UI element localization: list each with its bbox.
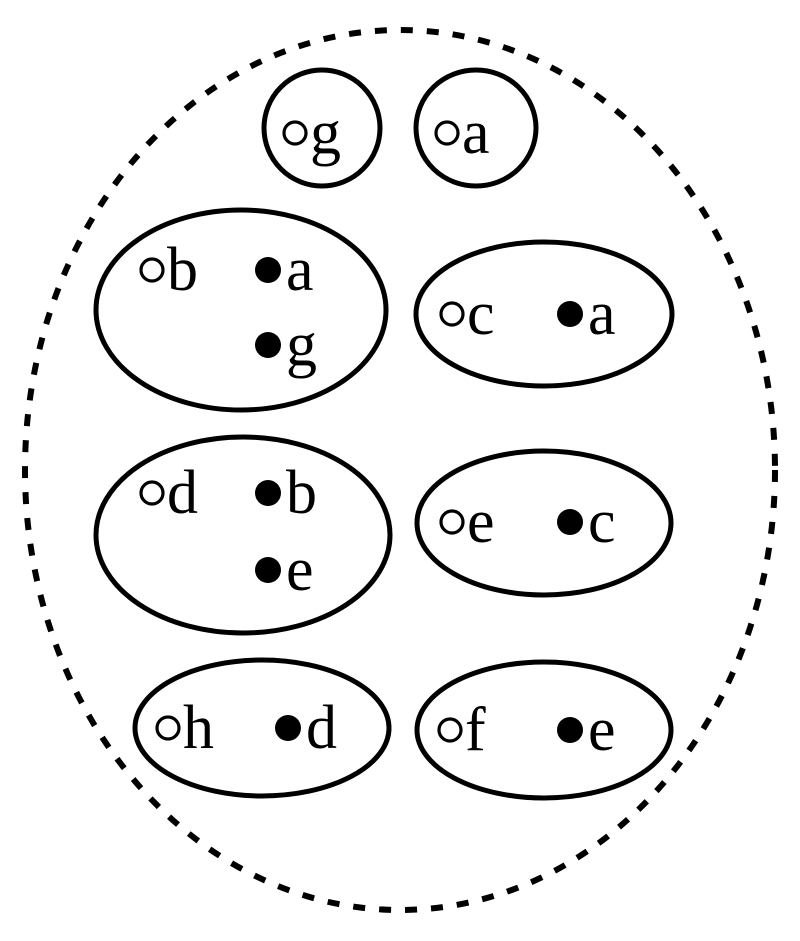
group-oh-outline bbox=[132, 657, 392, 799]
group-oa: a bbox=[413, 67, 539, 189]
open-node-label: g bbox=[310, 99, 341, 167]
group-od-outline bbox=[93, 434, 393, 636]
group-og: g bbox=[261, 67, 383, 189]
open-node-label: a bbox=[462, 99, 490, 167]
filled-dot-icon bbox=[557, 301, 583, 327]
open-dot-icon bbox=[439, 301, 465, 327]
filled-dot-icon bbox=[557, 717, 583, 743]
filled-node-label: e bbox=[286, 536, 314, 604]
open-node-label: b bbox=[167, 236, 198, 304]
open-dot-icon bbox=[282, 120, 308, 146]
open-dot-icon bbox=[434, 120, 460, 146]
group-of-outline bbox=[414, 659, 674, 801]
open-dot-icon bbox=[139, 257, 165, 283]
filled-dot-icon bbox=[255, 332, 281, 358]
open-node-label: f bbox=[465, 696, 486, 764]
filled-node-label: c bbox=[588, 488, 616, 556]
group-of: f e bbox=[414, 659, 674, 801]
group-oa-outline bbox=[413, 67, 539, 189]
filled-dot-icon bbox=[255, 557, 281, 583]
filled-node-label: a bbox=[588, 280, 616, 348]
group-og-outline bbox=[261, 67, 383, 189]
outer-dashed-boundary bbox=[22, 27, 778, 913]
open-dot-icon bbox=[439, 509, 465, 535]
group-od: d b e bbox=[93, 434, 393, 636]
filled-node-label: d bbox=[306, 694, 337, 762]
group-ob: b a g bbox=[93, 207, 389, 413]
open-dot-icon bbox=[139, 480, 165, 506]
group-oe: e c bbox=[414, 448, 674, 598]
open-dot-icon bbox=[155, 715, 181, 741]
filled-dot-icon bbox=[255, 480, 281, 506]
group-oe-outline bbox=[414, 448, 674, 598]
filled-node-label: a bbox=[286, 236, 314, 304]
filled-node-label: g bbox=[286, 311, 317, 379]
group-ob-outline bbox=[93, 207, 389, 413]
open-dot-icon bbox=[437, 717, 463, 743]
open-node-label: c bbox=[467, 280, 495, 348]
filled-dot-icon bbox=[255, 257, 281, 283]
filled-dot-icon bbox=[557, 509, 583, 535]
open-node-label: d bbox=[167, 459, 198, 527]
group-oh: h d bbox=[132, 657, 392, 799]
filled-dot-icon bbox=[275, 715, 301, 741]
open-node-label: e bbox=[467, 488, 495, 556]
filled-node-label: e bbox=[588, 696, 616, 764]
group-oc: c a bbox=[413, 239, 675, 389]
group-oc-outline bbox=[413, 239, 675, 389]
filled-node-label: b bbox=[286, 459, 317, 527]
open-node-label: h bbox=[183, 694, 214, 762]
